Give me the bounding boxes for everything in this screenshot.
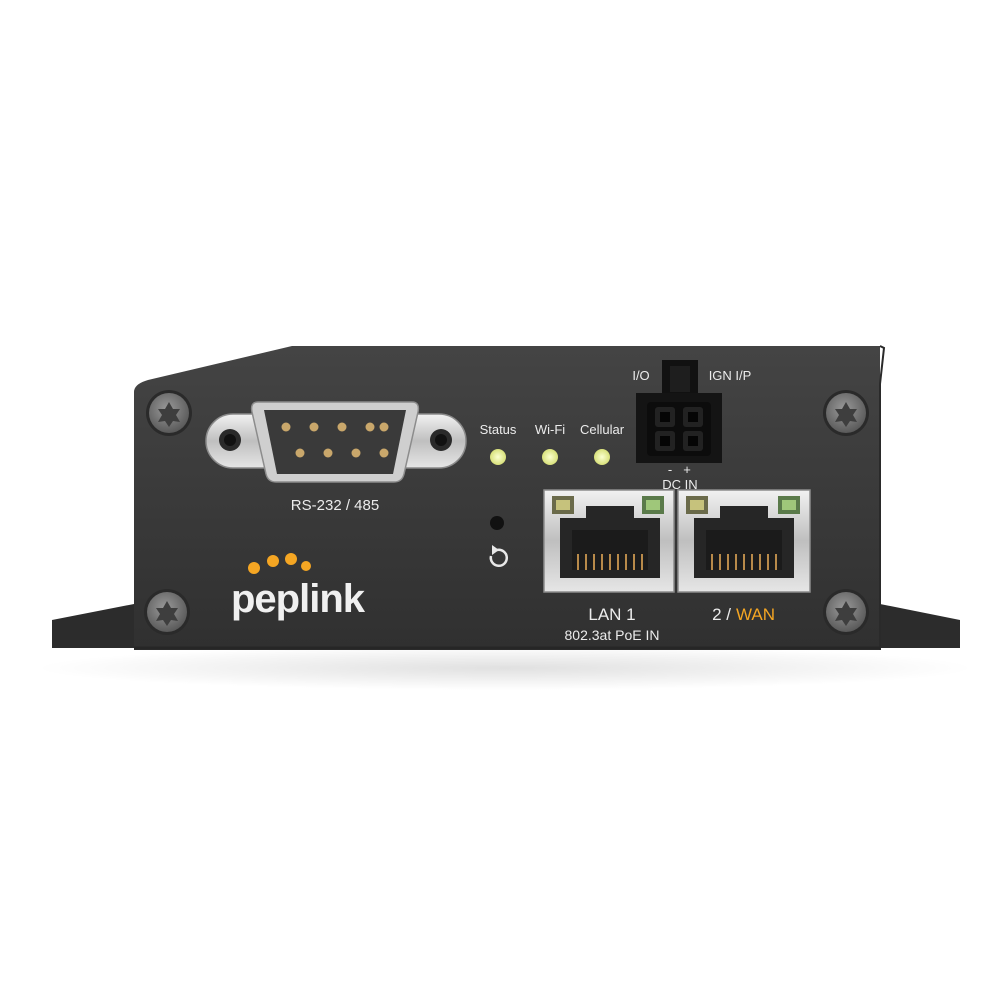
- serial-port-label: RS-232 / 485: [291, 497, 379, 514]
- reset-arrow-icon: [489, 545, 509, 568]
- led-label-status: Status: [480, 422, 517, 437]
- wifi-led: [542, 449, 558, 465]
- io-label: I/O: [632, 368, 649, 383]
- ethernet-port-wan2[interactable]: [677, 489, 811, 593]
- screw-icon: [823, 390, 869, 436]
- logo-dot: [301, 561, 311, 571]
- ign-label: IGN I/P: [709, 368, 752, 383]
- led-label-wifi: Wi-Fi: [535, 422, 565, 437]
- brand-wordmark: peplink: [231, 577, 366, 621]
- serial-port[interactable]: [205, 401, 467, 483]
- logo-dot: [285, 553, 297, 565]
- reset-button[interactable]: [490, 516, 504, 530]
- polarity-minus: -: [668, 462, 672, 477]
- screw-icon: [144, 589, 190, 635]
- right-mounting-flange: [880, 604, 960, 648]
- logo-dot: [267, 555, 279, 567]
- ground-shadow: [35, 646, 975, 690]
- led-label-cellular: Cellular: [580, 422, 625, 437]
- dc-power-connector[interactable]: [636, 360, 722, 463]
- ethernet-port-lan1[interactable]: [543, 489, 675, 593]
- screw-icon: [823, 589, 869, 635]
- cellular-led: [594, 449, 610, 465]
- screw-icon: [146, 390, 192, 436]
- status-led: [490, 449, 506, 465]
- lan-port-label: LAN 1: [588, 605, 635, 624]
- polarity-plus: +: [683, 462, 691, 477]
- logo-dot: [248, 562, 260, 574]
- peplink-logo: peplink: [231, 553, 367, 621]
- wan-label: WAN: [736, 605, 775, 624]
- dc-in-label: DC IN: [662, 477, 697, 492]
- poe-label: 802.3at PoE IN: [565, 627, 660, 643]
- left-mounting-flange: [52, 604, 134, 648]
- wan-prefix-label: 2 /: [712, 605, 731, 624]
